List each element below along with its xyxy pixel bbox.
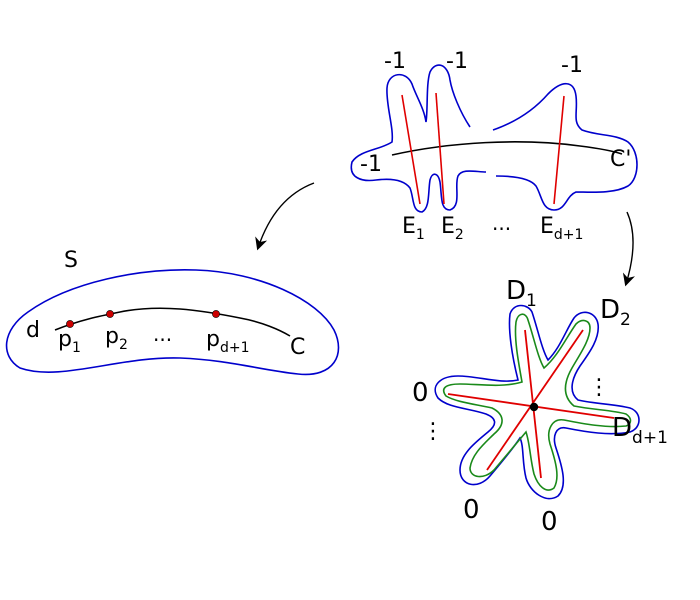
label-p1-base: p — [58, 327, 72, 352]
label-dd-base: D — [612, 413, 632, 443]
divisor-e1 — [401, 94, 421, 205]
star-inner-outline — [442, 313, 632, 491]
label-p1: p1 — [58, 327, 81, 356]
label-neg1-e2: -1 — [446, 49, 468, 74]
label-e2-base: E — [441, 214, 455, 239]
label-neg1-e1: -1 — [384, 49, 406, 74]
label-p-ellipsis: ... — [153, 322, 172, 346]
label-ed-sub: d+1 — [554, 227, 584, 243]
label-e1: E1 — [402, 214, 425, 243]
label-pd-sub: d+1 — [220, 340, 250, 356]
blowup-outline-left — [350, 64, 487, 213]
label-e1-base: E — [402, 214, 416, 239]
label-zero-bottom: 0 — [541, 507, 558, 537]
divisor-ed — [553, 95, 565, 205]
surface-s-outline — [5, 269, 340, 376]
label-d1: D1 — [506, 276, 537, 311]
label-d: d — [26, 318, 40, 343]
vdots-left: ⋮ — [422, 419, 444, 444]
label-e1-sub: 1 — [416, 227, 425, 243]
label-c: C — [290, 335, 305, 360]
label-d2-base: D — [600, 295, 620, 325]
blowup-outline-right — [492, 82, 638, 211]
arrow-to-star — [622, 211, 635, 287]
label-p1-sub: 1 — [72, 340, 81, 356]
label-zero-bottom-left: 0 — [463, 495, 480, 525]
label-p2-sub: 2 — [119, 337, 128, 353]
divisor-d2 — [486, 329, 584, 471]
label-ed-base: E — [540, 214, 554, 239]
label-s: S — [64, 248, 78, 273]
label-pd: pd+1 — [206, 327, 250, 356]
label-c-prime: C' — [610, 147, 631, 172]
divisor-e2 — [435, 92, 445, 205]
label-d2: D2 — [600, 295, 631, 330]
point-p2 — [106, 310, 114, 318]
label-dd-sub: d+1 — [632, 428, 668, 448]
label-d2-sub: 2 — [620, 310, 631, 330]
label-dd: Dd+1 — [612, 413, 668, 448]
star-center-point — [529, 402, 539, 412]
point-pd — [212, 310, 220, 318]
star-outline — [434, 304, 640, 500]
arrow-to-surface — [255, 182, 315, 251]
vdots-right: ⋮ — [588, 375, 610, 400]
label-p2-base: p — [105, 324, 119, 349]
label-d1-sub: 1 — [526, 291, 537, 311]
label-pd-base: p — [206, 327, 220, 352]
label-e2: E2 — [441, 214, 464, 243]
blowup-region: -1 -1 -1 -1 C' E1 E2 ... Ed+1 — [350, 49, 638, 243]
label-neg1-ed: -1 — [561, 53, 583, 78]
label-neg1-curve: -1 — [360, 152, 382, 177]
curve-c-prime — [391, 141, 623, 156]
label-zero-left: 0 — [412, 378, 429, 408]
label-e-ellipsis: ... — [492, 211, 511, 235]
label-d1-base: D — [506, 276, 526, 306]
point-p1 — [66, 320, 74, 328]
surface-region: S d C p1 p2 ... pd+1 — [5, 248, 340, 376]
label-ed: Ed+1 — [540, 214, 583, 243]
label-e2-sub: 2 — [455, 227, 464, 243]
star-region: D1 D2 Dd+1 0 0 0 ⋮ ⋮ — [412, 276, 668, 537]
label-p2: p2 — [105, 324, 128, 353]
curve-c — [54, 307, 291, 337]
